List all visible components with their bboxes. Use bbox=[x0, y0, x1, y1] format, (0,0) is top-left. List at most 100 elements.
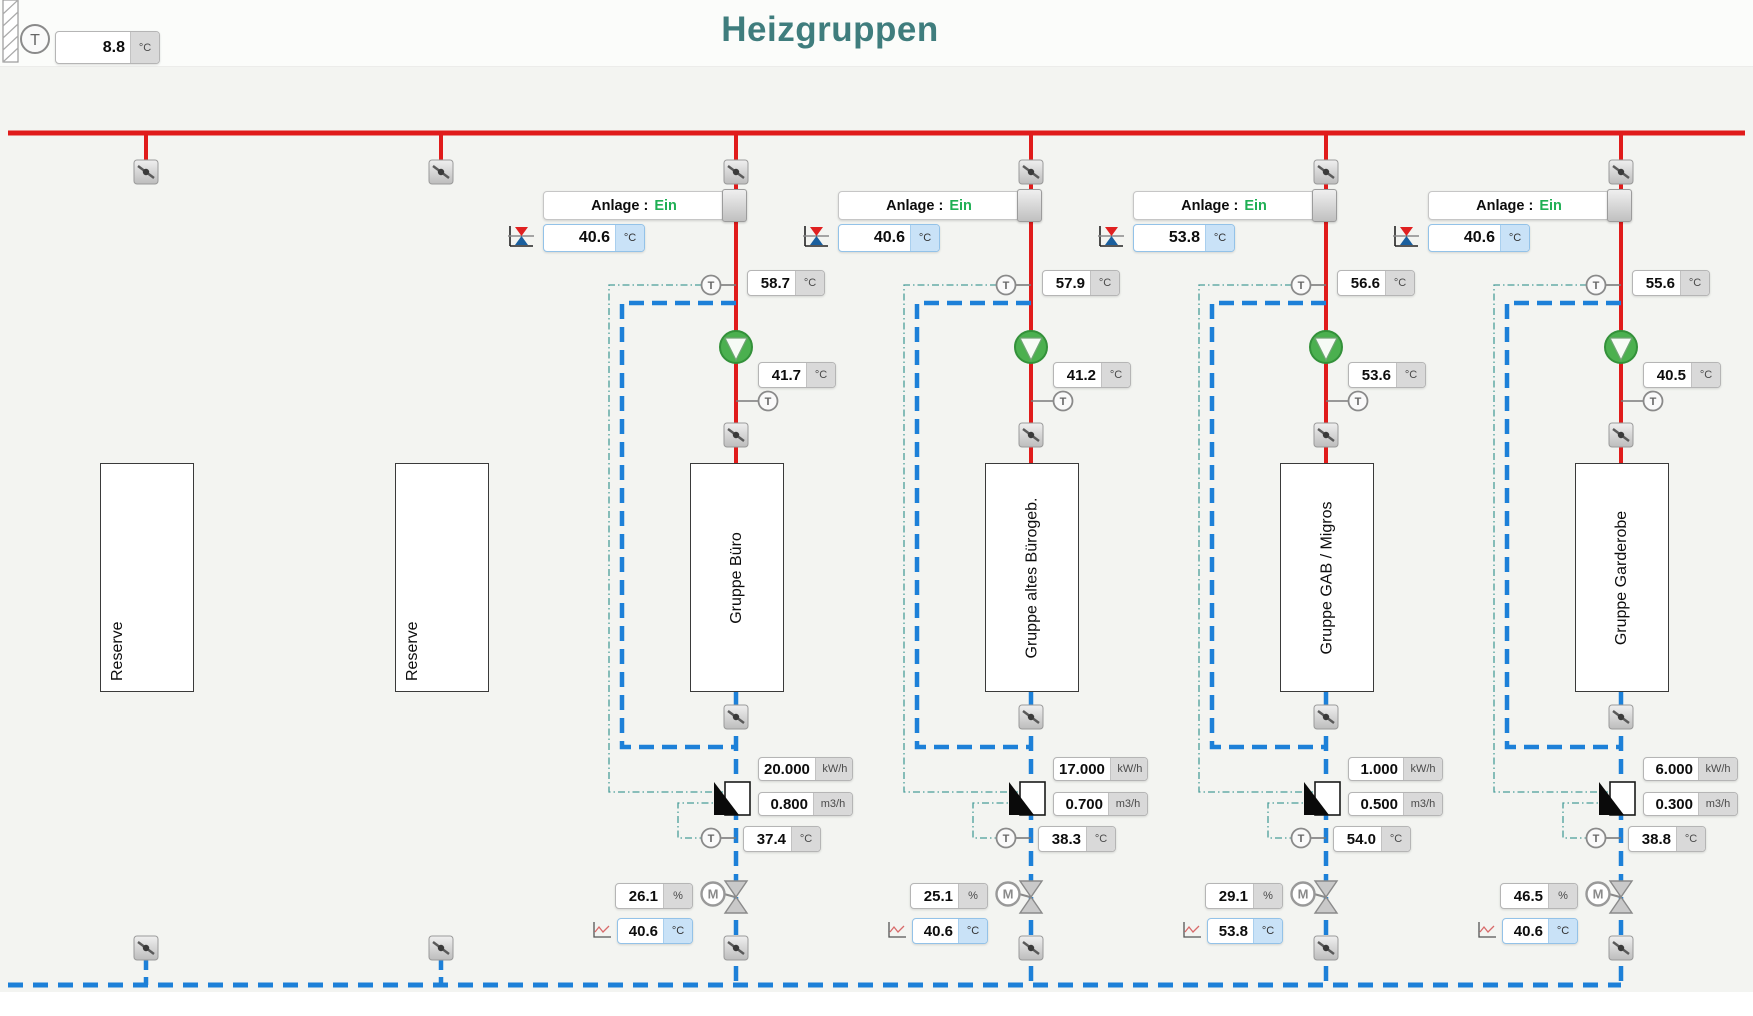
supply-setpoint-input[interactable]: 40.6 °C bbox=[838, 224, 940, 252]
sensor-wire bbox=[972, 802, 1018, 839]
energy-power-value: 20.000 bbox=[764, 760, 810, 778]
trend-icon[interactable] bbox=[886, 920, 908, 940]
flow-unit: m3/h bbox=[1403, 793, 1442, 815]
setpoint-icon bbox=[1392, 222, 1420, 250]
temp-unit: °C bbox=[910, 225, 939, 251]
group-box: Gruppe GAB / Migros bbox=[1280, 463, 1374, 692]
flow-rate-value: 0.500 bbox=[1360, 795, 1398, 813]
anlage-slider-handle[interactable] bbox=[722, 189, 747, 222]
mixed-temp-value: 41.2 bbox=[1066, 366, 1096, 384]
shutoff-valve-icon[interactable] bbox=[1313, 159, 1339, 185]
temp-unit: °C bbox=[1101, 363, 1130, 387]
shutoff-valve-icon[interactable] bbox=[1313, 935, 1339, 961]
trend-icon[interactable] bbox=[1476, 920, 1498, 940]
supply-temp-display: 57.9 °C bbox=[1042, 270, 1120, 296]
anlage-slider-handle[interactable] bbox=[1607, 189, 1632, 222]
temp-unit: °C bbox=[806, 363, 835, 387]
power-unit: kW/h bbox=[814, 758, 852, 780]
trend-icon[interactable] bbox=[1181, 920, 1203, 940]
supply-temp-display: 55.6 °C bbox=[1632, 270, 1710, 296]
shutoff-valve-icon[interactable] bbox=[1313, 422, 1339, 448]
svg-text:M: M bbox=[708, 887, 719, 902]
motor-valve-icon[interactable]: M bbox=[700, 880, 749, 914]
anlage-status-box[interactable]: Anlage : Ein bbox=[1133, 191, 1315, 220]
supply-temp-value: 57.9 bbox=[1055, 274, 1085, 292]
sensor-wire bbox=[903, 284, 1018, 793]
motor-valve-icon[interactable]: M bbox=[1290, 880, 1339, 914]
shutoff-valve-icon[interactable] bbox=[1313, 704, 1339, 730]
svg-text:T: T bbox=[708, 833, 715, 845]
supply-setpoint-input[interactable]: 40.6 °C bbox=[543, 224, 645, 252]
shutoff-valve-icon[interactable] bbox=[1018, 704, 1044, 730]
outdoor-temp-unit: °C bbox=[130, 32, 159, 63]
valve-position-value: 46.5 bbox=[1513, 887, 1543, 905]
anlage-status-box[interactable]: Anlage : Ein bbox=[838, 191, 1020, 220]
heat-meter-icon[interactable] bbox=[1599, 781, 1636, 816]
anlage-slider-handle[interactable] bbox=[1312, 189, 1337, 222]
pump-icon[interactable] bbox=[1309, 330, 1343, 364]
anlage-slider-handle[interactable] bbox=[1017, 189, 1042, 222]
shutoff-valve-icon[interactable] bbox=[1018, 159, 1044, 185]
return-temp-display: 38.8 °C bbox=[1628, 826, 1706, 852]
anlage-label: Anlage : bbox=[1476, 197, 1534, 214]
return-setpoint-input[interactable]: 40.6 °C bbox=[617, 918, 693, 944]
heat-meter-icon[interactable] bbox=[1304, 781, 1341, 816]
anlage-status-box[interactable]: Anlage : Ein bbox=[1428, 191, 1610, 220]
temp-unit: °C bbox=[1396, 363, 1425, 387]
svg-text:T: T bbox=[1003, 280, 1010, 292]
shutoff-valve-icon[interactable] bbox=[1018, 935, 1044, 961]
heat-meter-icon[interactable] bbox=[714, 781, 751, 816]
motor-valve-icon[interactable]: M bbox=[1585, 880, 1634, 914]
motor-valve-icon[interactable]: M bbox=[995, 880, 1044, 914]
shutoff-valve-icon[interactable] bbox=[1608, 159, 1634, 185]
svg-text:M: M bbox=[1003, 887, 1014, 902]
setpoint-icon bbox=[1097, 222, 1125, 250]
anlage-status-box[interactable]: Anlage : Ein bbox=[543, 191, 725, 220]
shutoff-valve-icon[interactable] bbox=[723, 935, 749, 961]
shutoff-valve-icon[interactable] bbox=[1608, 422, 1634, 448]
return-setpoint-input[interactable]: 53.8 °C bbox=[1207, 918, 1283, 944]
mixed-temp-display: 40.5 °C bbox=[1643, 362, 1721, 388]
svg-text:T: T bbox=[1593, 280, 1600, 292]
shutoff-valve-icon[interactable] bbox=[723, 159, 749, 185]
anlage-label: Anlage : bbox=[1181, 197, 1239, 214]
pump-icon[interactable] bbox=[1014, 330, 1048, 364]
shutoff-valve-icon[interactable] bbox=[428, 935, 454, 961]
page-title: Heizgruppen bbox=[721, 10, 939, 49]
shutoff-valve-icon[interactable] bbox=[1018, 422, 1044, 448]
supply-setpoint-input[interactable]: 40.6 °C bbox=[1428, 224, 1530, 252]
svg-text:T: T bbox=[1593, 833, 1600, 845]
temp-sensor-icon: T bbox=[1031, 390, 1074, 412]
sensor-wire bbox=[608, 284, 723, 793]
shutoff-valve-icon[interactable] bbox=[133, 159, 159, 185]
return-setpoint-value: 53.8 bbox=[1218, 922, 1248, 940]
setpoint-icon bbox=[507, 222, 535, 250]
shutoff-valve-icon[interactable] bbox=[1608, 935, 1634, 961]
shutoff-valve-icon[interactable] bbox=[1608, 704, 1634, 730]
flow-rate-display: 0.700 m3/h bbox=[1053, 792, 1148, 816]
temp-unit: °C bbox=[1205, 225, 1234, 251]
temp-unit: °C bbox=[1500, 225, 1529, 251]
shutoff-valve-icon[interactable] bbox=[723, 422, 749, 448]
heat-meter-icon[interactable] bbox=[1009, 781, 1046, 816]
outside-wall-icon bbox=[2, 0, 19, 63]
sensor-wire bbox=[677, 802, 723, 839]
temp-sensor-icon: T bbox=[995, 827, 1031, 849]
temp-sensor-icon: T bbox=[1585, 274, 1621, 296]
shutoff-valve-icon[interactable] bbox=[723, 704, 749, 730]
pump-icon[interactable] bbox=[1604, 330, 1638, 364]
return-setpoint-value: 40.6 bbox=[628, 922, 658, 940]
shutoff-valve-icon[interactable] bbox=[428, 159, 454, 185]
percent-unit: % bbox=[663, 884, 692, 908]
energy-power-display: 1.000 kW/h bbox=[1348, 757, 1443, 781]
shutoff-valve-icon[interactable] bbox=[133, 935, 159, 961]
svg-text:T: T bbox=[765, 396, 772, 408]
pump-icon[interactable] bbox=[719, 330, 753, 364]
supply-setpoint-input[interactable]: 53.8 °C bbox=[1133, 224, 1235, 252]
reserve-label: Reserve bbox=[109, 621, 126, 681]
return-setpoint-input[interactable]: 40.6 °C bbox=[1502, 918, 1578, 944]
group-name: Gruppe Büro bbox=[727, 531, 745, 624]
return-setpoint-input[interactable]: 40.6 °C bbox=[912, 918, 988, 944]
trend-icon[interactable] bbox=[591, 920, 613, 940]
temp-unit: °C bbox=[791, 827, 820, 851]
